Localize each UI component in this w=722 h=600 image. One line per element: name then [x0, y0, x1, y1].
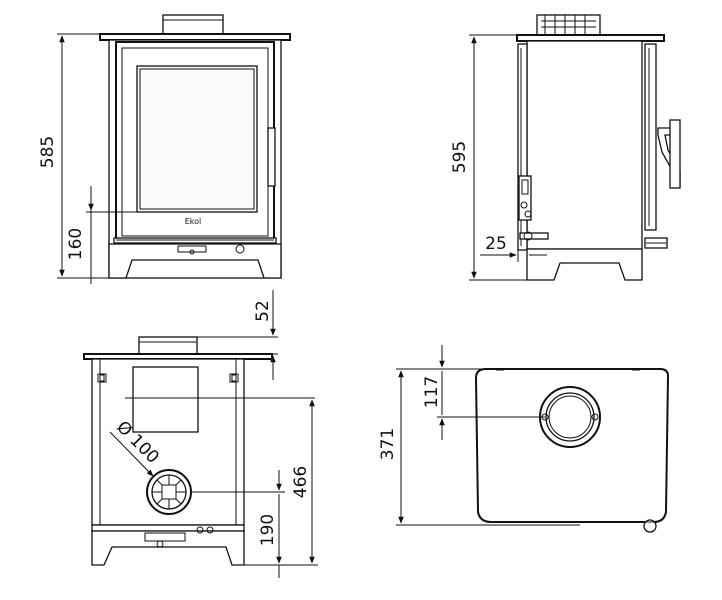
- rear-cover-plate: [132, 366, 199, 433]
- outlet-height-label: 190: [258, 514, 278, 546]
- side-view: 595 25: [450, 14, 681, 281]
- flue-offset-label: 117: [422, 376, 442, 408]
- door-handle: [267, 127, 276, 187]
- top-view: 371 117: [378, 345, 670, 533]
- top-depth-label: 371: [378, 428, 398, 460]
- front-height-label: 585: [38, 136, 58, 168]
- side-top-plate: [516, 34, 665, 42]
- hearth-height-label: 160: [66, 228, 86, 260]
- outlet-diameter-dim: [109, 431, 154, 477]
- collar-label: 52: [253, 300, 273, 322]
- side-height-label: 595: [450, 141, 470, 173]
- side-door-edge: [517, 43, 528, 251]
- rear-flue-collar: [138, 336, 198, 355]
- front-view: Ekol 585 160: [38, 14, 291, 284]
- front-flue-collar: [162, 14, 224, 35]
- side-offset-label: 25: [485, 234, 507, 254]
- rear-top-plate: [83, 353, 273, 360]
- side-base: [526, 248, 643, 281]
- rear-base: [91, 530, 245, 566]
- brand-label: Ekol: [185, 217, 202, 226]
- flue-height-label: 466: [291, 466, 311, 498]
- rear-view: 52 Ø 100 190 466: [83, 290, 318, 578]
- side-body: [526, 40, 643, 250]
- front-glass: [136, 65, 258, 213]
- front-top-plate: [99, 33, 291, 41]
- side-flue-collar: [536, 14, 601, 36]
